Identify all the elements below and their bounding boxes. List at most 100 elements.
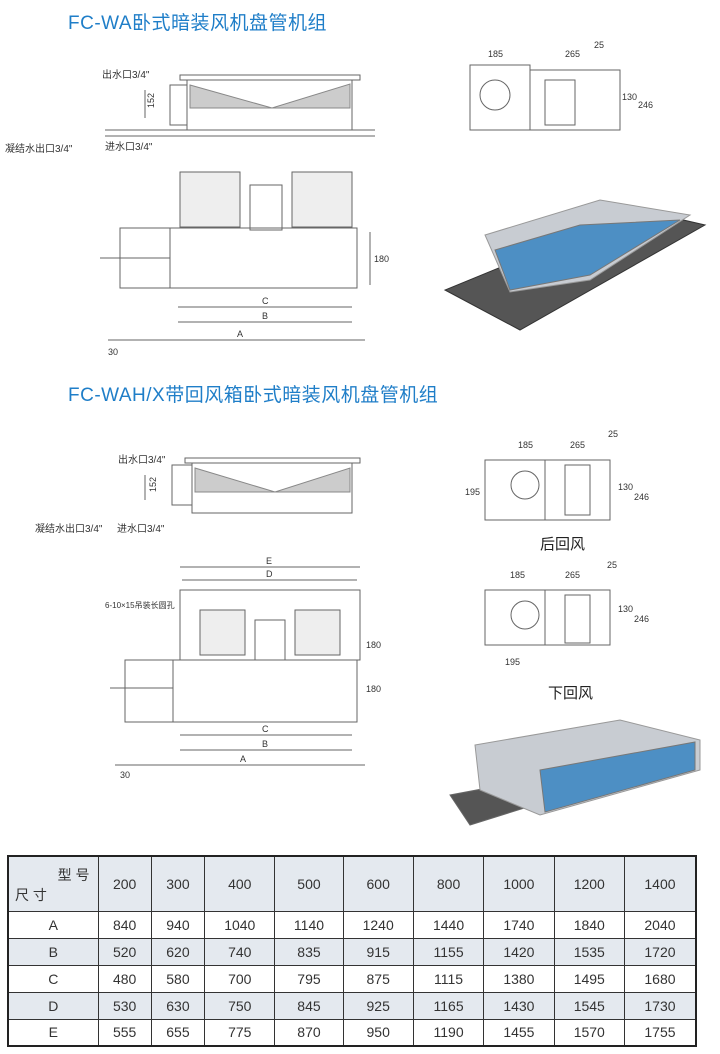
table-cell: 1420 <box>483 937 555 966</box>
header-corner: 型 号尺 寸 <box>7 855 99 912</box>
table-cell: 775 <box>204 1018 276 1047</box>
dim-152: 152 <box>148 477 158 492</box>
dim-130: 130 <box>622 92 637 102</box>
dim-185: 185 <box>518 440 533 450</box>
dim-195: 195 <box>505 657 520 667</box>
row-label: D <box>7 991 99 1020</box>
dim-246: 246 <box>634 614 649 624</box>
table-cell: 915 <box>342 937 414 966</box>
table-cell: 520 <box>97 937 152 966</box>
table-cell: 1545 <box>553 991 625 1020</box>
condensate-label: 凝结水出口3/4" <box>5 142 73 155</box>
row-label: A <box>7 910 99 939</box>
dim-180: 180 <box>374 254 389 264</box>
table-cell: 1570 <box>553 1018 625 1047</box>
dim-195: 195 <box>465 487 480 497</box>
row-label: E <box>7 1018 99 1047</box>
table-cell: 1140 <box>274 910 344 939</box>
dim-265: 265 <box>565 49 580 59</box>
dim-246: 246 <box>634 492 649 502</box>
dim-265: 265 <box>565 570 580 580</box>
dim-130: 130 <box>618 604 633 614</box>
table-cell: 875 <box>342 964 414 993</box>
dim-25: 25 <box>608 429 618 439</box>
dim-25: 25 <box>607 560 617 570</box>
dim-180-lower: 180 <box>366 684 381 694</box>
dim-185: 185 <box>488 49 503 59</box>
table-cell: 835 <box>274 937 344 966</box>
model-header: 600 <box>342 855 414 912</box>
table-cell: 1680 <box>623 964 697 993</box>
table-cell: 620 <box>150 937 206 966</box>
row-label: C <box>7 964 99 993</box>
side-view-2: 152 出水口3/4" 凝结水出口3/4" 进水口3/4" <box>35 453 361 535</box>
top-view-1: 180 C B A 30 <box>100 171 389 357</box>
dim-C: C <box>262 724 269 734</box>
table-cell: 1190 <box>412 1018 485 1047</box>
dim-A: A <box>240 754 246 764</box>
header-model: 型 号 <box>57 867 90 883</box>
table-cell: 1240 <box>342 910 414 939</box>
table-cell: 1455 <box>483 1018 555 1047</box>
table-cell: 1535 <box>553 937 625 966</box>
dim-30: 30 <box>108 347 118 357</box>
table-cell: 1730 <box>623 991 697 1020</box>
model-header: 400 <box>204 855 276 912</box>
table-cell: 700 <box>204 964 276 993</box>
model-header: 1200 <box>553 855 625 912</box>
end-view-1: 185 265 25 130 246 <box>469 40 653 131</box>
product-photo-1 <box>443 199 707 331</box>
table-cell: 1755 <box>623 1018 697 1047</box>
table-cell: 1740 <box>483 910 555 939</box>
table-cell: 740 <box>204 937 276 966</box>
table-cell: 480 <box>97 964 152 993</box>
section1-title: FC-WA卧式暗装风机盘管机组 <box>68 13 328 34</box>
bottom-return-caption: 下回风 <box>548 685 594 702</box>
table-cell: 1380 <box>483 964 555 993</box>
table-cell: 555 <box>97 1018 152 1047</box>
dim-25: 25 <box>594 40 604 50</box>
table-cell: 1155 <box>412 937 485 966</box>
model-header: 1000 <box>483 855 555 912</box>
technical-drawings: 152 出水口3/4" 凝结水出口3/4" 进水口3/4" 180 C B A … <box>5 40 707 826</box>
dim-B: B <box>262 739 268 749</box>
table-cell: 840 <box>97 910 152 939</box>
header-size: 尺 寸 <box>15 886 47 903</box>
dim-180-upper: 180 <box>366 640 381 650</box>
dim-B: B <box>262 311 268 321</box>
dim-30: 30 <box>120 770 130 780</box>
table-cell: 2040 <box>623 910 697 939</box>
table-cell: 1115 <box>412 964 485 993</box>
table-cell: 1440 <box>412 910 485 939</box>
side-view-1: 152 出水口3/4" 凝结水出口3/4" 进水口3/4" <box>5 68 375 155</box>
dim-C: C <box>262 296 269 306</box>
bottom-return-view: 185 265 25 195 130 246 <box>484 560 649 667</box>
model-header: 300 <box>150 855 206 912</box>
table-cell: 1495 <box>553 964 625 993</box>
table-cell: 1720 <box>623 937 697 966</box>
model-header: 500 <box>274 855 344 912</box>
model-header: 800 <box>412 855 485 912</box>
dimension-table: 型 号尺 寸 200 300 400 500 600 800 1000 1200… <box>7 855 697 1047</box>
condensate-label: 凝结水出口3/4" <box>35 522 103 535</box>
dim-E: E <box>266 556 272 566</box>
rear-return-view: 185 265 25 195 130 246 <box>465 429 649 521</box>
outlet-label: 出水口3/4" <box>102 68 150 81</box>
table-cell: 655 <box>150 1018 206 1047</box>
outlet-label: 出水口3/4" <box>118 453 166 466</box>
dim-185: 185 <box>510 570 525 580</box>
table-cell: 530 <box>97 991 152 1020</box>
section2-title: FC-WAH/X带回风箱卧式暗装风机盘管机组 <box>68 385 439 406</box>
table-cell: 925 <box>342 991 414 1020</box>
model-header: 1400 <box>623 855 697 912</box>
row-label: B <box>7 937 99 966</box>
dim-D: D <box>266 569 273 579</box>
table-cell: 845 <box>274 991 344 1020</box>
table-cell: 1840 <box>553 910 625 939</box>
dim-130: 130 <box>618 482 633 492</box>
table-cell: 950 <box>342 1018 414 1047</box>
